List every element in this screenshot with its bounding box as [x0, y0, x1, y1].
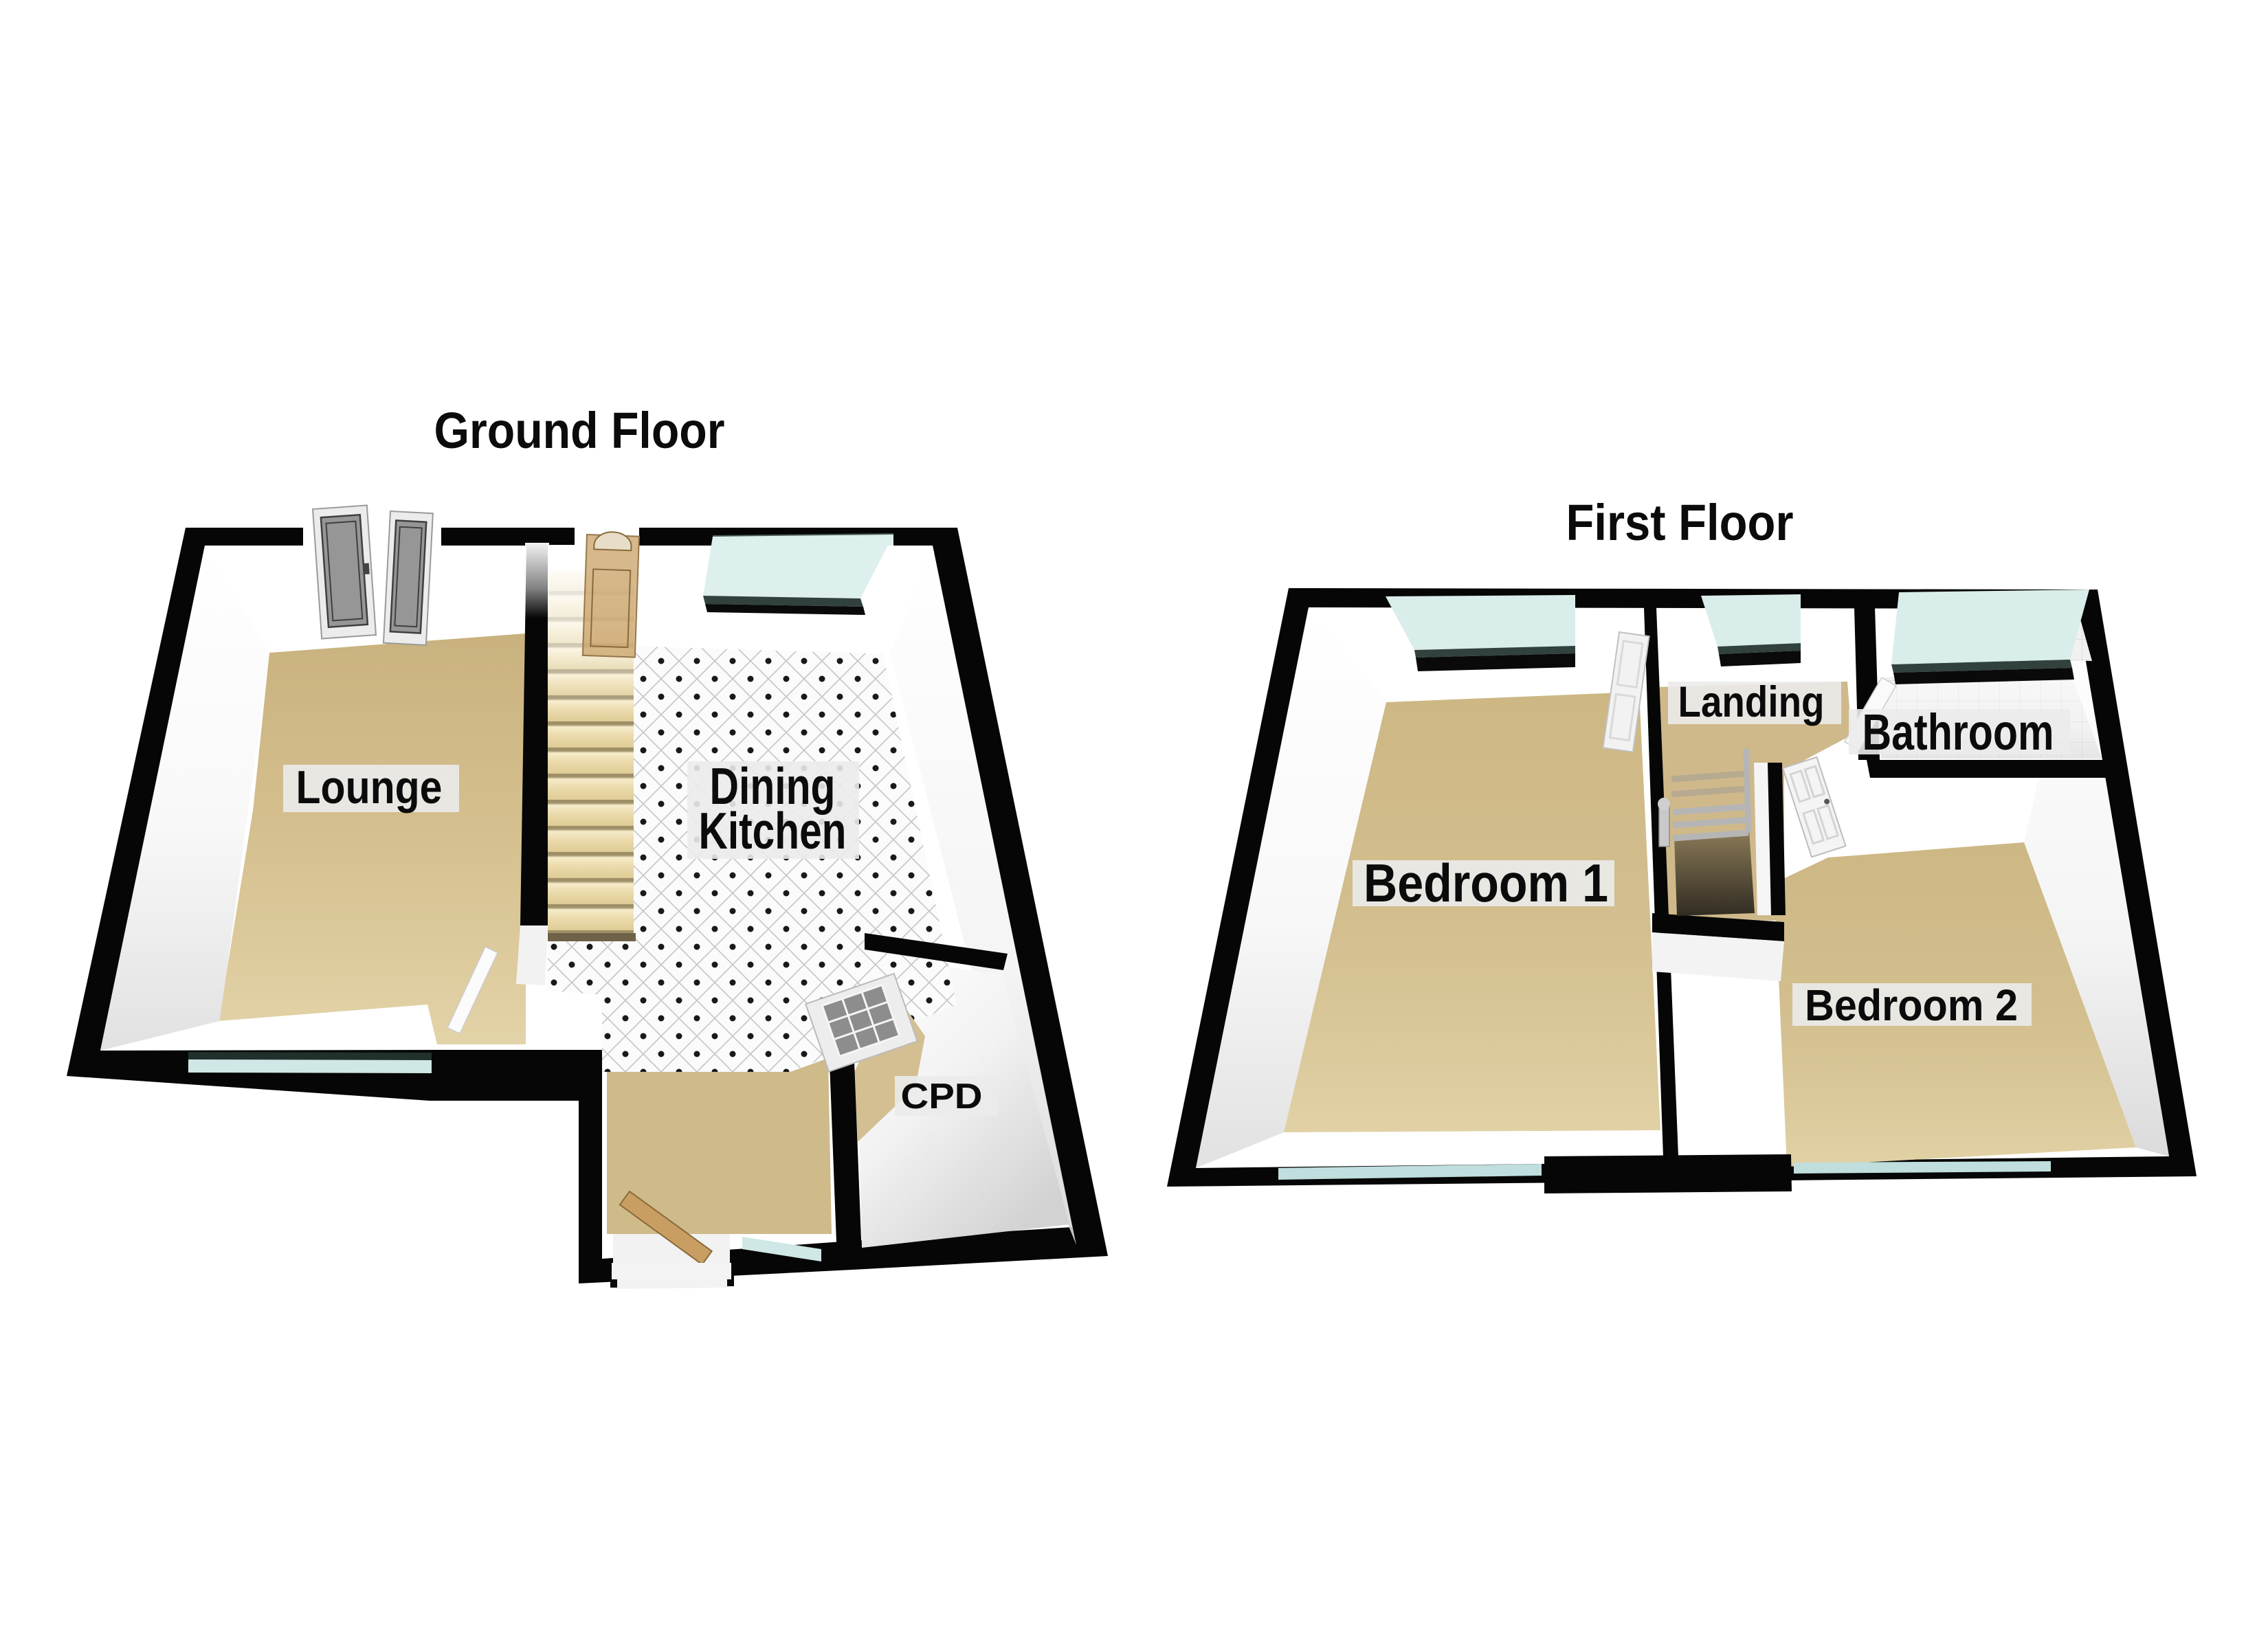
- svg-text:Bathroom: Bathroom: [1863, 704, 2054, 761]
- svg-text:Kitchen: Kitchen: [699, 802, 847, 860]
- svg-text:Lounge: Lounge: [296, 761, 443, 814]
- svg-text:Bedroom 2: Bedroom 2: [1805, 980, 2018, 1030]
- svg-text:Landing: Landing: [1678, 678, 1825, 726]
- svg-text:Bedroom 1: Bedroom 1: [1364, 853, 1608, 913]
- svg-text:Ground Floor: Ground Floor: [434, 402, 725, 459]
- svg-text:First Floor: First Floor: [1566, 494, 1794, 551]
- svg-text:Dining: Dining: [710, 757, 836, 815]
- svg-text:CPD: CPD: [901, 1077, 983, 1117]
